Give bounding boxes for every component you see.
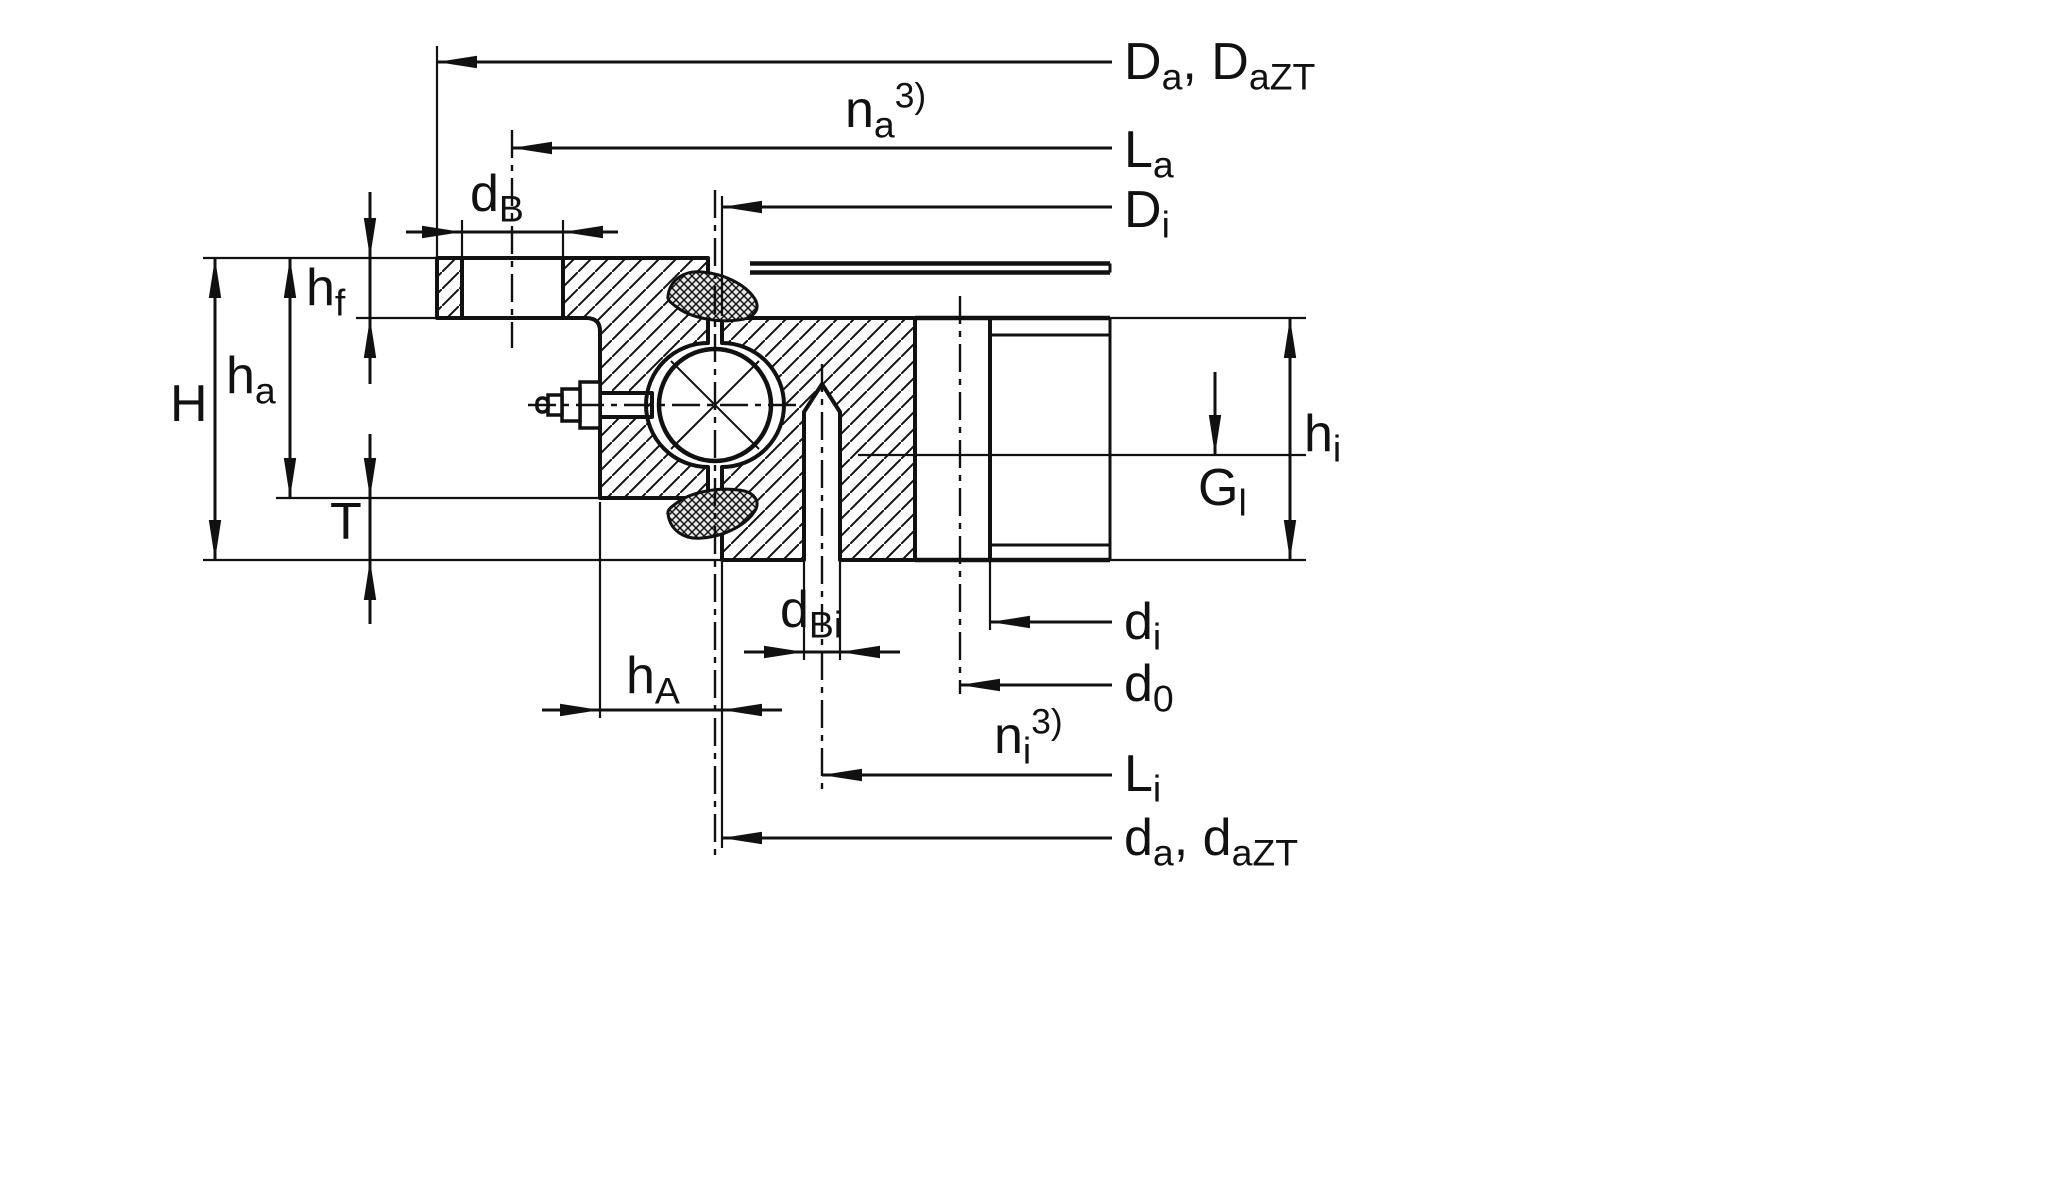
label-base: G [1198, 459, 1239, 517]
label-base: h [1304, 405, 1333, 463]
inner-ring-bore-profile [915, 315, 1112, 563]
label-sub: i [1332, 427, 1342, 470]
seal-top [666, 270, 759, 323]
label-sub: Bi [808, 603, 843, 646]
dim-label-na: na3) [845, 78, 926, 143]
dim-label-ha: ha [226, 347, 276, 409]
label-sub: aZT [1248, 55, 1316, 98]
label-sub: a [1152, 831, 1174, 874]
inner-ring [720, 315, 1112, 563]
label-base: d [1124, 593, 1153, 651]
label-base: d [1124, 809, 1153, 867]
dimension-lines [208, 55, 1297, 845]
label-base: d [780, 581, 809, 639]
dim-label-H: H [170, 378, 208, 430]
label-sub: B [498, 187, 524, 230]
seal-bottom [666, 487, 759, 540]
label-base: h [226, 347, 255, 405]
label-base: d [470, 165, 499, 223]
label-sub: 0 [1152, 677, 1174, 720]
dim-label-Da-DaZT: Da, DaZT [1124, 33, 1315, 95]
dim-label-La: La [1124, 121, 1174, 183]
label-base: T [330, 493, 362, 551]
label-sup: 3) [894, 76, 927, 116]
label-sub: aZT [1231, 831, 1299, 874]
label-base: , D [1182, 33, 1249, 91]
label-sub: i [1022, 729, 1032, 772]
label-base: h [306, 259, 335, 317]
dim-label-T: T [330, 496, 362, 548]
label-sub: a [1152, 143, 1174, 186]
label-base: h [626, 647, 655, 705]
inner-ring-section [720, 316, 917, 562]
centerlines [510, 130, 962, 855]
label-sub: l [1238, 481, 1247, 524]
dim-label-hA: hA [626, 647, 680, 709]
label-sub: i [1152, 615, 1162, 658]
dim-label-Gl: Gl [1198, 459, 1247, 521]
dim-label-hf: hf [306, 259, 345, 321]
label-sub: f [334, 281, 346, 324]
dim-label-di: di [1124, 593, 1161, 655]
label-sub: A [654, 669, 680, 712]
label-base: D [1124, 181, 1162, 239]
dim-label-Di: Di [1124, 181, 1170, 243]
dim-label-dB: dB [470, 165, 524, 227]
label-sub: a [1161, 55, 1183, 98]
label-base: d [1124, 655, 1153, 713]
label-base: D [1124, 33, 1162, 91]
label-sub: i [1161, 203, 1170, 246]
dim-label-da-daZT: da, daZT [1124, 809, 1298, 871]
dim-label-hi: hi [1304, 405, 1341, 467]
dim-label-Li: Li [1124, 745, 1161, 807]
label-sub: a [873, 103, 895, 146]
label-base: L [1124, 121, 1153, 179]
retaining-strip [750, 261, 1112, 275]
label-sub: a [254, 369, 276, 412]
label-base: n [845, 81, 874, 139]
label-sup: 3) [1031, 702, 1063, 742]
dim-label-d0: d0 [1124, 655, 1174, 717]
dim-label-ni: ni3) [994, 704, 1063, 769]
dim-label-dBi: dBi [780, 581, 842, 643]
label-base: n [994, 707, 1023, 765]
label-sub: i [1152, 767, 1162, 810]
label-base: , d [1173, 809, 1232, 867]
extension-lines [203, 46, 1306, 848]
label-base: H [170, 375, 208, 433]
label-base: L [1124, 745, 1153, 803]
